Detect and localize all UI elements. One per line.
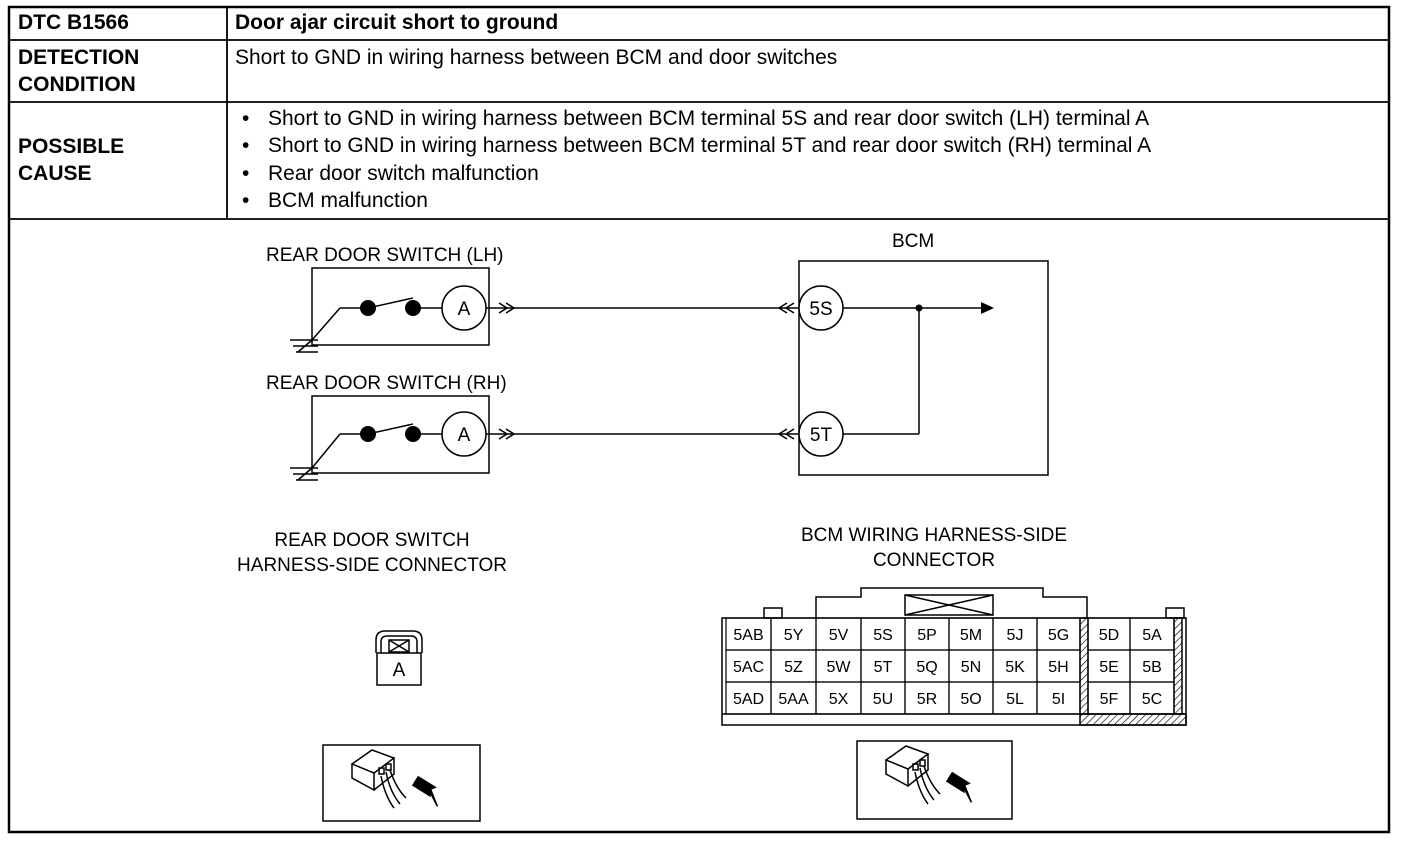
- cause-item: BCM malfunction: [230, 187, 1151, 215]
- possible-cause-label: POSSIBLE CAUSE: [18, 135, 125, 185]
- bcm-pin-label: 5AA: [778, 691, 809, 708]
- switch-rh-terminal: [441, 411, 487, 457]
- bcm-box: [798, 260, 1049, 476]
- switch-lh-terminal-label: A: [458, 299, 471, 320]
- dtc-title: Door ajar circuit short to ground: [235, 11, 559, 34]
- bcm-pin-label: 5P: [917, 627, 937, 644]
- bcm-pin-label: 5AB: [733, 627, 763, 644]
- bcm-pin-label: 5S: [873, 627, 893, 644]
- switch-lh-label: REAR DOOR SWITCH (LH): [266, 245, 504, 266]
- bcm-pin-label: 5AC: [733, 659, 764, 676]
- view-arrow-icon: [411, 775, 439, 807]
- bcm-pin-label: 5Y: [784, 627, 804, 644]
- bcm-pin-label: 5O: [960, 691, 981, 708]
- bcm-pin-label: 5F: [1100, 691, 1119, 708]
- harness-connector-icon: [350, 749, 407, 809]
- bcm-pin-label: 5H: [1048, 659, 1068, 676]
- view-arrow-icon: [945, 771, 973, 803]
- bcm-pin-label: 5C: [1142, 691, 1162, 708]
- bcm-pin-labels: 5AB 5Y 5V 5S 5P 5M 5J 5G 5D 5A 5AC 5Z 5W 5T 5Q 5N 5K 5H 5E…: [733, 627, 1162, 708]
- bcm-pin-label: 5A: [1142, 627, 1162, 644]
- bcm-label: BCM: [892, 231, 935, 252]
- bcm-terminal-5s-label: 5S: [809, 299, 832, 320]
- cause-item: Rear door switch malfunction: [230, 160, 1151, 188]
- detection-condition-text: Short to GND in wiring harness between B…: [235, 46, 838, 69]
- bcm-pin-label: 5Q: [916, 659, 937, 676]
- bcm-pin-label: 5AD: [733, 691, 764, 708]
- bcm-pin-label: 5V: [829, 627, 849, 644]
- bcm-pin-label: 5L: [1006, 691, 1024, 708]
- door-connector-pin-label: A: [393, 660, 406, 681]
- bcm-pin-label: 5E: [1099, 659, 1119, 676]
- bcm-pin-label: 5W: [827, 659, 852, 676]
- bcm-terminal-5s: [798, 285, 844, 331]
- bcm-connector-title: BCM WIRING HARNESS-SIDE CONNECTOR: [800, 525, 1068, 571]
- door-connector-pin-a: [376, 652, 422, 686]
- bcm-pin-label: 5J: [1007, 627, 1024, 644]
- switch-lh-contact: [360, 300, 376, 316]
- dtc-code-label: DTC B1566: [18, 11, 129, 34]
- switch-rh-contact: [360, 426, 376, 442]
- harness-connector-icon: [884, 745, 941, 805]
- bcm-pin-label: 5U: [873, 691, 893, 708]
- switch-lh-contact: [405, 300, 421, 316]
- bcm-terminal-5t-label: 5T: [810, 425, 833, 446]
- switch-lh-terminal: [441, 285, 487, 331]
- cause-item: Short to GND in wiring harness between B…: [230, 132, 1151, 160]
- switch-rh-label: REAR DOOR SWITCH (RH): [266, 373, 507, 394]
- bcm-pin-label: 5M: [960, 627, 982, 644]
- bcm-pin-label: 5B: [1142, 659, 1162, 676]
- bcm-pin-cell: [1129, 681, 1175, 715]
- signal-arrow-icon: [981, 302, 994, 314]
- cause-item: Short to GND in wiring harness between B…: [230, 105, 1151, 133]
- bcm-pin-label: 5I: [1052, 691, 1065, 708]
- door-connector-title: REAR DOOR SWITCH HARNESS-SIDE CONNECTOR: [237, 530, 507, 576]
- bcm-terminal-5t: [798, 411, 844, 457]
- detection-condition-label: DETECTION CONDITION: [18, 46, 140, 96]
- bcm-pin-label: 5D: [1099, 627, 1119, 644]
- bcm-pin-label: 5N: [961, 659, 981, 676]
- junction-dot: [915, 304, 923, 312]
- switch-lh-box: [311, 267, 490, 346]
- bcm-pin-cell: [1036, 681, 1081, 715]
- bcm-pin-label: 5K: [1005, 659, 1025, 676]
- possible-cause-list: Short to GND in wiring harness between B…: [230, 105, 1151, 214]
- bcm-pin-label: 5X: [829, 691, 849, 708]
- bcm-pin-grid: [725, 617, 1175, 715]
- switch-rh-contact: [405, 426, 421, 442]
- bcm-pin-label: 5T: [874, 659, 893, 676]
- bcm-pin-label: 5G: [1048, 627, 1069, 644]
- bcm-pin-label: 5Z: [784, 659, 803, 676]
- bcm-pin-label: 5R: [917, 691, 937, 708]
- switch-rh-terminal-label: A: [458, 425, 471, 446]
